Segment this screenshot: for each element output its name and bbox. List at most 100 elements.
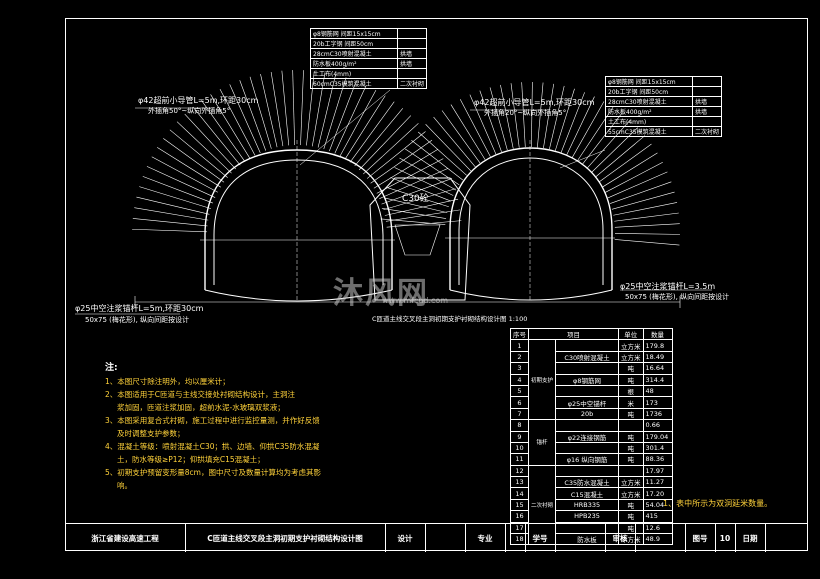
qty-header-cell: 数量 [642,327,673,341]
anchor-ray [537,82,544,148]
qty-item [555,464,620,478]
right-spec-note: 拱墙 [691,96,723,107]
anchor-ray [349,101,395,163]
drawing-frame [65,18,808,551]
qty-header-cell: 项目 [527,327,620,341]
qty-value: 179.04 [642,430,673,443]
qty-item [555,362,620,375]
anchor-ray [479,90,502,152]
anchor-ray [425,124,472,172]
qty-unit [618,419,644,432]
anchor-ray [560,92,585,153]
qty-index: 11 [510,453,529,466]
title-major: 专业 [465,524,506,552]
qty-unit [618,464,644,478]
qty-index: 12 [510,464,529,478]
right-spec-item: 防水板400g/m² [605,106,693,117]
anchor-ray [219,88,256,156]
anchor-ray [433,116,476,168]
qty-item: 防水板 [555,533,620,546]
anchor-ray [450,104,486,160]
left-spec-item: 土工布(4mm) [310,68,398,79]
qty-item: φ8钢筋网 [555,373,620,386]
anchor-ray [169,129,228,178]
qty-group: 锚杆 [527,419,557,466]
anchor-ray [613,202,678,216]
qty-value: 88.36 [642,453,673,466]
anchor-ray [329,80,357,152]
note-line: 1、本图尺寸除注明外，均以厘米计； [105,377,230,386]
anchor-ray [614,212,679,222]
right-spec-note: 拱墙 [691,106,723,117]
right-spec-note [691,76,723,87]
right-spec-note [691,86,723,97]
anchor-ray [270,71,284,147]
qty-value: 1736 [642,407,673,421]
anchor-ray [157,147,221,188]
title-blank-3 [555,524,606,552]
anchor-ray [459,99,491,157]
left-bolt-label: φ42超前小导管L=5m,环距30cm [138,96,259,105]
anchor-ray [151,156,218,193]
anchor-ray [344,95,386,160]
anchor-ray [469,94,497,155]
note-line: 响。 [117,481,132,490]
title-date: 日期 [735,524,766,552]
qty-index: 10 [510,441,529,455]
anchor-ray [300,70,304,146]
title-review: 审核 [605,524,636,552]
anchor-ray [339,89,377,157]
title-project: 浙江省建设高速工程 [65,524,186,552]
anchor-ray [134,207,209,221]
qty-header-cell: 单位 [618,327,644,341]
anchor-ray [571,101,605,159]
anchor-ray [411,139,463,181]
anchor-ray [390,177,451,202]
anchor-ray [614,223,680,228]
qty-index: 6 [510,396,529,409]
qty-item: φ16 纵向钢筋 [555,453,620,466]
qty-index: 14 [510,487,529,500]
anchor-ray [531,82,533,148]
anchor-ray [594,135,646,178]
right-spec-row: 28cmC30喷射混凝土拱墙 [605,96,723,107]
left-tunnel-invert [204,289,393,302]
anchor-ray [334,85,367,154]
anchor-ray [394,167,454,196]
right-spec-row: 土工布(4mm) [605,116,723,127]
anchor-ray [549,85,565,150]
left-anchor-rays [132,70,462,233]
right-anchor-label: φ25中空注浆锚杆L=3.5m [620,282,716,291]
qty-value: 173 [642,396,673,409]
anchor-ray [184,113,236,170]
anchor-ray [566,96,595,156]
qty-value: 18.49 [642,350,673,364]
anchor-ray [614,233,680,235]
middle-pillar-c30 [369,177,471,301]
title-blank-1 [425,524,466,552]
qty-item: φ22连接钢筋 [555,430,620,443]
right-spec-row: φ8钢筋网 间距15x15cm [605,76,723,87]
note-line: 土，防水等级≥P12；仰拱填充C15混凝土； [117,455,265,464]
qty-index: 5 [510,384,529,398]
anchor-ray [132,228,208,233]
qty-unit: 立方米 [618,487,644,500]
qty-item: C35防水混凝土 [555,476,620,489]
qty-unit: 吨 [618,407,644,421]
anchor-ray [239,80,267,151]
qty-value: 415 [642,510,673,523]
right-spec-row: 55cmC35模筑混凝土二次衬砌 [605,126,723,137]
anchor-ray [201,100,246,162]
note-line: 浆加固，匝道注浆加固，超前水泥-水玻璃双浆液； [117,403,285,412]
right-spec-note: 二次衬砌 [691,126,723,137]
title-drawing-name: C匝道主线交叉段主洞初期支护衬砌结构设计图 [185,524,386,552]
quantity-footnote: 1、表中所示为双洞延米数量。 [663,499,773,508]
qty-group: 二次衬砌 [527,464,557,546]
qty-index: 16 [510,510,529,523]
